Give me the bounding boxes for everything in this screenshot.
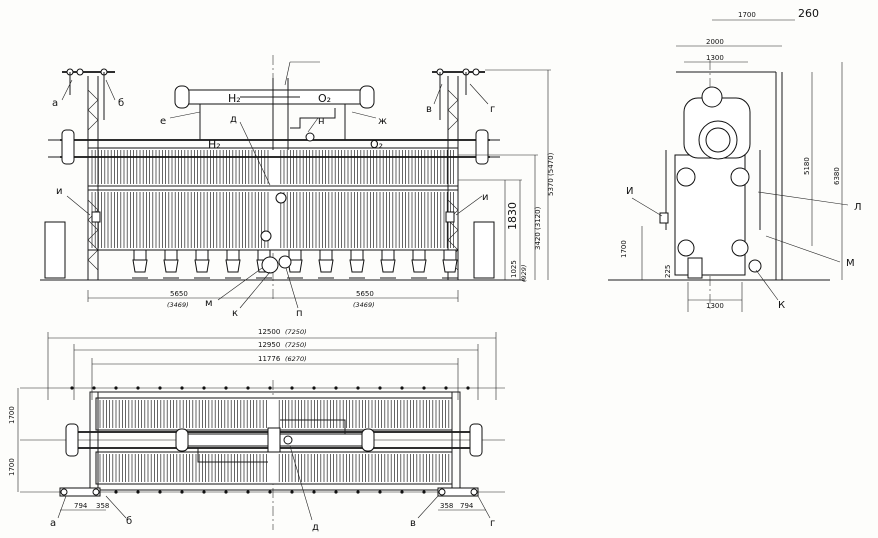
label-h2-upper: H₂	[228, 92, 241, 105]
dim-side-225: 225	[664, 265, 672, 278]
support-foot	[318, 249, 334, 279]
support-foot	[132, 249, 148, 279]
label-i-right: и	[482, 192, 489, 203]
right-support-column	[432, 68, 485, 280]
label-d-plan: д	[312, 522, 319, 533]
dim-3420: 3420 (3120)	[534, 206, 542, 250]
dim-side-1700: 1700	[738, 11, 756, 19]
support-foot	[380, 249, 396, 279]
dim-794-right: 794	[460, 502, 474, 510]
dim-plan-1700-top: 1700	[8, 406, 16, 424]
dim-12950: 12950	[258, 341, 280, 349]
label-p: п	[296, 308, 303, 319]
dim-12500-alt: (7250)	[285, 328, 307, 336]
support-foot	[411, 249, 427, 279]
dim-11776: 11776	[258, 355, 281, 363]
label-M-side: М	[846, 258, 855, 269]
label-L-side: Л	[854, 202, 862, 213]
plan-view	[17, 332, 505, 530]
dim-side-base: 1300	[706, 302, 724, 310]
label-I-side: И	[626, 186, 633, 197]
label-a-plan: а	[50, 518, 56, 529]
label-o2-upper: O₂	[318, 92, 331, 105]
label-m-front: м	[205, 298, 213, 309]
dim-1025: 1025	[510, 260, 518, 278]
label-v-front: в	[426, 104, 432, 115]
dim-12500: 12500	[258, 328, 280, 336]
support-feet	[132, 249, 458, 279]
dim-side-6380: 6380	[833, 167, 841, 185]
label-h2-lower: H₂	[208, 138, 221, 151]
side-view	[608, 19, 849, 312]
dim-left-span-alt: (3469)	[167, 301, 189, 309]
dim-side-1300: 1300	[706, 54, 724, 62]
label-g-front: г	[490, 104, 495, 115]
electrolyser-cells-plan	[70, 386, 470, 494]
dim-5370: 5370 (5470)	[547, 152, 555, 196]
support-foot	[349, 249, 365, 279]
label-n: н	[318, 116, 325, 127]
label-K-side: К	[778, 300, 785, 311]
dim-left-span: 5650	[170, 290, 188, 298]
support-foot	[225, 249, 241, 279]
dim-11776-alt: (6270)	[285, 355, 307, 363]
dim-358-right: 358	[440, 502, 453, 510]
dim-side-1700-v: 1700	[620, 240, 628, 258]
dim-side-260: 260	[798, 7, 819, 20]
support-foot	[287, 249, 303, 279]
dim-right-span: 5650	[356, 290, 374, 298]
support-foot	[442, 249, 458, 279]
label-b-plan: б	[126, 516, 132, 527]
label-d-front: д	[230, 114, 237, 125]
dim-side-2000: 2000	[706, 38, 724, 46]
support-foot	[163, 249, 179, 279]
front-view	[40, 55, 551, 309]
label-e: е	[160, 116, 166, 127]
dim-plan-1700-bot: 1700	[8, 458, 16, 476]
dim-right-span-alt: (3469)	[353, 301, 375, 309]
label-b-front: б	[118, 98, 124, 109]
label-a-front: а	[52, 98, 58, 109]
label-i-left: и	[56, 186, 63, 197]
dim-1025-alt: (929)	[520, 265, 528, 282]
dim-358-left: 358	[96, 502, 109, 510]
label-k-front: к	[232, 308, 238, 319]
label-v-plan: в	[410, 518, 416, 529]
dim-794-left: 794	[74, 502, 88, 510]
dim-12950-alt: (7250)	[285, 341, 307, 349]
label-o2-lower: O₂	[370, 138, 383, 151]
left-support-column	[62, 68, 115, 280]
label-zh: ж	[378, 116, 387, 127]
dim-side-5180: 5180	[803, 157, 811, 175]
dim-1830: 1830	[506, 202, 519, 230]
label-g-plan: г	[490, 518, 495, 529]
support-foot	[194, 249, 210, 279]
